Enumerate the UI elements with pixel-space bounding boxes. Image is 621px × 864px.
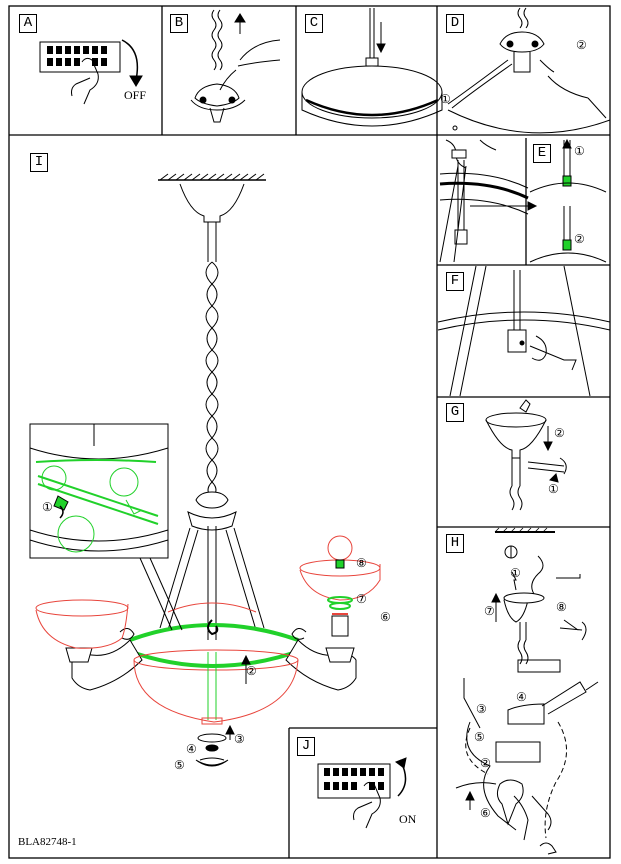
step-h-8: ⑧ <box>556 600 567 614</box>
step-i-4: ④ <box>186 742 197 756</box>
step-i-3: ③ <box>234 732 245 746</box>
panel-label-a: A <box>19 14 37 33</box>
step-g-2: ② <box>554 426 565 440</box>
step-i-5: ⑤ <box>174 758 185 772</box>
off-label: OFF <box>124 88 147 102</box>
panel-g-canopy <box>485 399 567 511</box>
panel-a-breaker <box>39 39 143 105</box>
panel-label-e: E <box>533 144 551 163</box>
model-code: BLA82748-1 <box>18 836 77 848</box>
panel-label-c: C <box>305 14 323 33</box>
step-h-7: ⑦ <box>484 604 495 618</box>
panel-f-hexkey <box>437 265 611 397</box>
panel-label-h: H <box>446 534 464 553</box>
panel-e-mount <box>439 139 538 263</box>
panel-b-canopy <box>190 9 281 123</box>
step-i-2: ② <box>246 664 257 678</box>
step-e-2: ② <box>574 232 585 246</box>
panel-d-hooks <box>447 7 611 134</box>
panel-grid <box>8 5 611 859</box>
step-d-1: ① <box>440 92 451 106</box>
panel-label-j: J <box>297 737 315 756</box>
panel-h-wiring <box>455 527 599 855</box>
step-g-1: ① <box>548 482 559 496</box>
panel-i-chandelier <box>29 173 381 767</box>
panel-j-breaker <box>317 757 407 829</box>
step-h-1: ① <box>510 566 521 580</box>
step-e-1: ① <box>574 144 585 158</box>
panel-label-i: I <box>30 153 48 172</box>
step-i-7: ⑦ <box>356 592 367 606</box>
panel-label-g: G <box>446 403 464 422</box>
panel-label-f: F <box>446 272 464 291</box>
step-i-8: ⑧ <box>356 556 367 570</box>
step-h-2: ② <box>480 756 491 770</box>
panel-label-d: D <box>446 14 464 33</box>
step-d-2: ② <box>576 38 587 52</box>
panel-c-shade <box>301 8 443 127</box>
step-h-3: ③ <box>476 702 487 716</box>
step-i-6: ⑥ <box>380 610 391 624</box>
on-label: ON <box>399 812 417 826</box>
panel-label-b: B <box>170 14 188 33</box>
step-h-4: ④ <box>516 690 527 704</box>
step-i-1: ① <box>42 500 53 514</box>
step-h-5: ⑤ <box>474 730 485 744</box>
panel-e-detail <box>529 138 607 263</box>
step-h-6: ⑥ <box>480 806 491 820</box>
